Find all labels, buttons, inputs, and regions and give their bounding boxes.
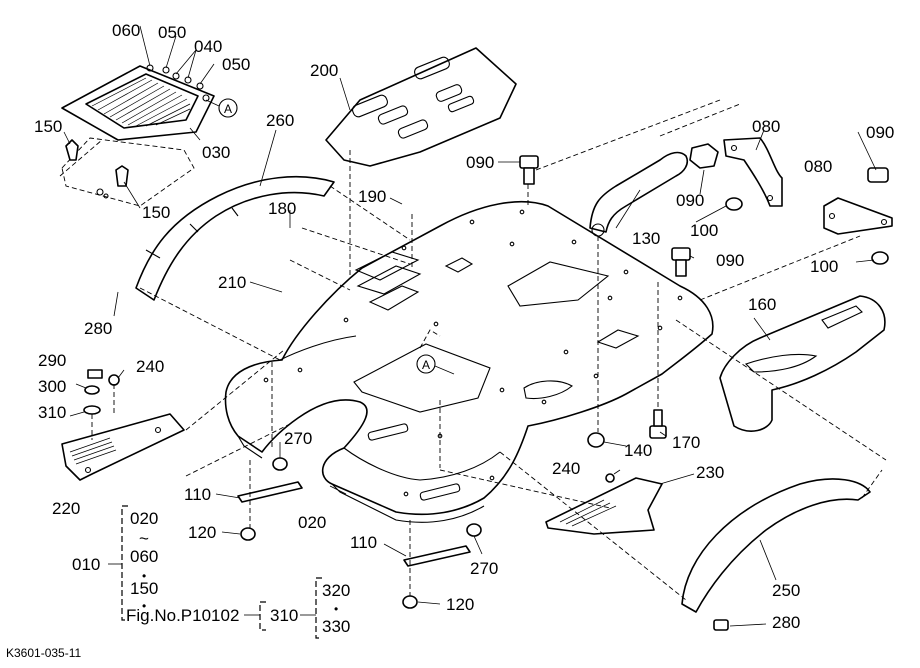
hardware-290-310 [83,369,120,415]
callout-120-a: 120 [188,523,216,542]
callout-290: 290 [38,351,66,370]
nuts-100 [725,197,889,265]
part-130-handle [589,151,689,237]
legend-dot-1: • [142,569,146,583]
legend-sub-a: 320 [322,581,350,600]
callout-270-a: 270 [284,429,312,448]
callout-300: 300 [38,377,66,396]
callout-240-a: 240 [136,357,164,376]
part-260-cover [135,175,335,301]
callout-220: 220 [52,499,80,518]
detail-marker-a-bottom: A [416,354,455,375]
part-080-bracket-a [723,137,783,207]
part-230-plate [545,473,663,535]
callout-250: 250 [772,581,800,600]
svg-text:A: A [422,358,430,372]
parts-140-170 [587,409,667,448]
callout-150-b: 150 [142,203,170,222]
callout-270-b: 270 [470,559,498,578]
legend-dot-3: • [334,602,338,616]
callout-100-b: 100 [810,257,838,276]
callout-310: 310 [38,403,66,422]
callout-150-a: 150 [34,117,62,136]
callout-050-b: 050 [222,55,250,74]
callout-090-d: 090 [716,251,744,270]
part-030-grille [61,64,215,141]
callout-180: 180 [268,199,296,218]
legend-sub-b: 330 [322,617,350,636]
part-110-strips [237,481,471,567]
callout-labels: 060 050 040 050 030 150 150 260 200 180 … [34,21,894,632]
part-080-bracket-b [823,197,893,235]
callout-110-a: 110 [184,485,211,504]
legend-extra: 150 [130,579,158,598]
callout-110-b: 110 [350,533,377,552]
footer-drawing-code: K3601-035-11 [6,646,81,660]
part-020-fender [224,200,714,523]
callout-060: 060 [112,21,140,40]
callout-280-a: 280 [84,319,112,338]
callout-090-b: 090 [866,123,894,142]
callout-090-a: 090 [466,153,494,172]
svg-text:A: A [224,102,232,116]
callout-120-b: 120 [446,595,474,614]
callout-210: 210 [218,273,246,292]
callout-240-b: 240 [552,459,580,478]
callout-080-a: 080 [752,117,780,136]
callout-260: 260 [266,111,294,130]
callout-100-a: 100 [690,221,718,240]
legend-tilde: ~ [139,529,149,548]
legend-range-end: 060 [130,547,158,566]
part-150-panel [61,137,195,207]
part-160-step [719,295,886,432]
legend-range-start: 020 [130,509,158,528]
part-200-panel [325,47,517,280]
callout-160: 160 [748,295,776,314]
legend-assembly: 010 [72,555,100,574]
callout-230: 230 [696,463,724,482]
part-220-plate [61,413,185,481]
callout-200: 200 [310,61,338,80]
legend-dot-2: • [142,599,146,613]
callout-080-b: 080 [804,157,832,176]
callout-050-a: 050 [158,23,186,42]
callout-030: 030 [202,143,230,162]
callout-170: 170 [672,433,700,452]
detail-marker-a-top: A [205,98,238,118]
callout-040: 040 [194,37,222,56]
part-250-fender [681,478,871,631]
callout-280-b: 280 [772,613,800,632]
bolts-090 [519,143,889,277]
legend-fig-ref: Fig.No.P10102 [126,606,239,625]
callout-020: 020 [298,513,326,532]
legend-sub-assembly: 310 [270,606,298,625]
callout-190: 190 [358,187,386,206]
callout-140: 140 [624,441,652,460]
callout-130: 130 [632,229,660,248]
leader-lines [63,25,877,627]
callout-090-c: 090 [676,191,704,210]
assembly-lines [59,99,887,601]
assembly-legend: 010 020 ~ 060 • 150 • Fig.No.P10102 310 … [72,505,350,639]
